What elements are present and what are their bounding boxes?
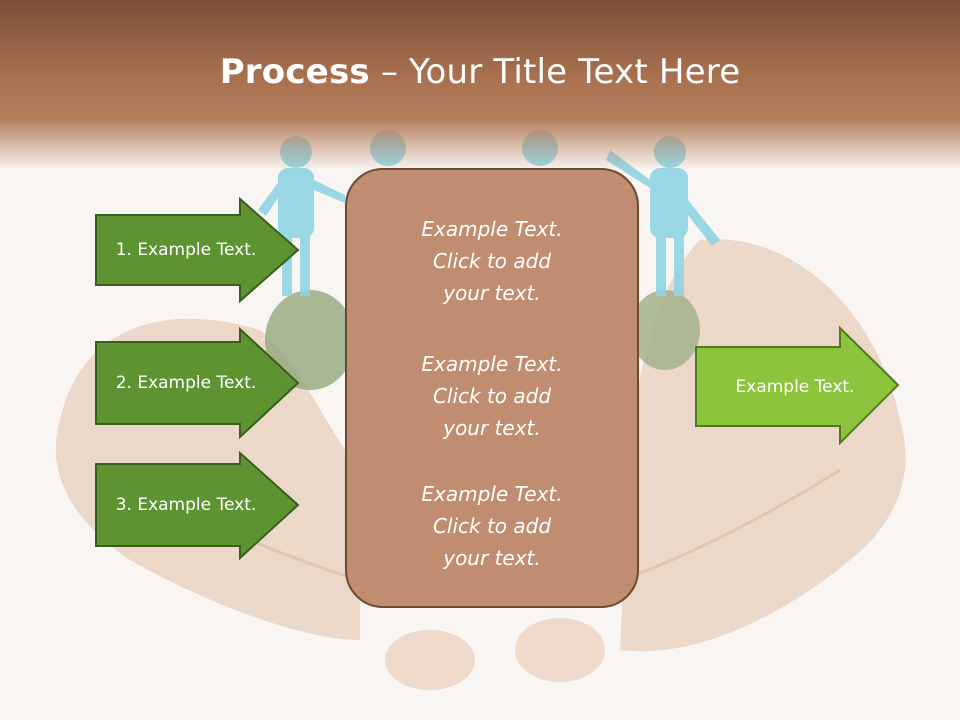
arrow-step-2-label: 2. Example Text. — [115, 373, 257, 393]
center-block-2: Example Text. Click to add your text. — [347, 348, 637, 444]
arrow-step-3-label: 3. Example Text. — [115, 495, 257, 515]
arrow-step-2[interactable]: 2. Example Text. — [95, 326, 300, 440]
arrow-shape — [695, 325, 900, 446]
title-bold: Process — [219, 52, 370, 92]
title-band — [0, 0, 960, 170]
arrow-shape — [95, 196, 300, 304]
arrow-result[interactable]: Example Text. — [695, 325, 900, 446]
center-block-2-line-1: Example Text. — [421, 352, 563, 376]
center-block-2-line-3: your text. — [443, 416, 541, 440]
center-block-3-line-3: your text. — [443, 546, 541, 570]
arrow-shape — [95, 450, 300, 561]
slide-title[interactable]: Process – Your Title Text Here — [0, 52, 960, 92]
arrow-step-3[interactable]: 3. Example Text. — [95, 450, 300, 561]
center-block-1-line-2: Click to add — [432, 249, 552, 273]
arrow-shape — [95, 326, 300, 440]
center-block-1: Example Text. Click to add your text. — [347, 213, 637, 309]
center-block-3-line-1: Example Text. — [421, 482, 563, 506]
center-block-1-line-1: Example Text. — [421, 217, 563, 241]
center-block-1-line-3: your text. — [443, 281, 541, 305]
arrow-step-1[interactable]: 1. Example Text. — [95, 196, 300, 304]
title-rest: – Your Title Text Here — [369, 52, 741, 92]
center-block-2-line-2: Click to add — [432, 384, 552, 408]
center-block-3-line-2: Click to add — [432, 514, 552, 538]
center-block-3: Example Text. Click to add your text. — [347, 478, 637, 574]
center-text-box[interactable]: Example Text. Click to add your text. Ex… — [345, 168, 639, 608]
arrow-result-label: Example Text. — [735, 376, 855, 397]
arrow-step-1-label: 1. Example Text. — [115, 240, 257, 260]
